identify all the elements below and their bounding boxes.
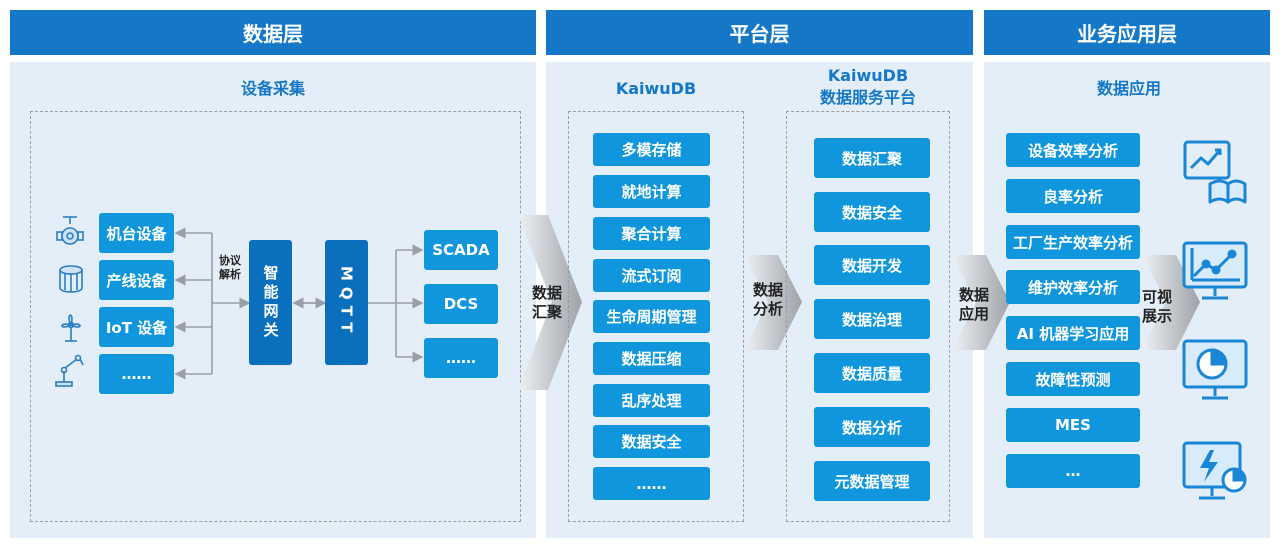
header-business-layer: 业务应用层 [984, 10, 1270, 55]
protocol-label-1: 协议 [219, 254, 241, 267]
valve-icon [56, 216, 84, 245]
app-item[interactable]: 工厂生产效率分析 [1006, 225, 1140, 259]
protocol-label-2: 解析 [219, 268, 241, 281]
data-application-title: 数据应用 [1096, 79, 1161, 98]
fan-icon [61, 314, 81, 342]
device-collection-title: 设备采集 [240, 79, 305, 98]
app-item[interactable]: … [1006, 454, 1140, 488]
device-iot[interactable]: IoT 设备 [99, 307, 174, 347]
apply-label-1: 数据 [958, 286, 989, 304]
aggregate-label-2: 汇聚 [531, 303, 562, 321]
kaiwudb-item[interactable]: 就地计算 [593, 175, 710, 208]
mqtt-box[interactable]: MQTT [325, 240, 368, 365]
kaiwudb-item[interactable]: 生命周期管理 [593, 300, 710, 333]
robot-arm-icon [55, 354, 84, 387]
app-item[interactable]: 良率分析 [1006, 179, 1140, 213]
target-scada[interactable]: SCADA [424, 230, 498, 270]
target-more[interactable]: …… [424, 338, 498, 378]
visualize-label-1: 可视 [1141, 288, 1172, 306]
kaiwudb-item[interactable]: 数据压缩 [593, 342, 710, 375]
line-chart-monitor-icon [1182, 241, 1248, 300]
kaiwudb-item[interactable]: 流式订阅 [593, 259, 710, 292]
dashboard-book-icon [1183, 140, 1247, 204]
analyze-label-2: 分析 [752, 300, 783, 318]
device-collection-box [30, 111, 521, 522]
app-item[interactable]: AI 机器学习应用 [1006, 316, 1140, 350]
service-item[interactable]: 数据汇聚 [814, 138, 930, 178]
target-dcs[interactable]: DCS [424, 284, 498, 324]
app-item[interactable]: MES [1006, 408, 1140, 442]
kaiwudb-title: KaiwuDB [615, 79, 697, 98]
drum-icon [59, 265, 83, 293]
service-platform-box [786, 111, 950, 522]
service-item[interactable]: 数据质量 [814, 353, 930, 393]
kaiwudb-item[interactable]: 数据安全 [593, 425, 710, 458]
kaiwudb-box [568, 111, 744, 522]
device-machine[interactable]: 机台设备 [99, 213, 174, 253]
kaiwudb-item[interactable]: 聚合计算 [593, 217, 710, 250]
device-more[interactable]: …… [99, 354, 174, 394]
energy-monitor-icon [1182, 441, 1247, 500]
apply-label-2: 应用 [958, 305, 989, 323]
visualize-label-2: 展示 [1141, 307, 1172, 325]
header-data-layer: 数据层 [10, 10, 536, 55]
app-item[interactable]: 故障性预测 [1006, 362, 1140, 396]
service-item[interactable]: 数据安全 [814, 192, 930, 232]
service-item[interactable]: 数据治理 [814, 299, 930, 339]
service-item[interactable]: 数据分析 [814, 407, 930, 447]
aggregate-arrow [518, 215, 582, 390]
kaiwudb-item[interactable]: 多模存储 [593, 133, 710, 166]
smart-gateway[interactable]: 智能网关 [249, 240, 292, 365]
analyze-label-1: 数据 [752, 281, 783, 299]
aggregate-label-1: 数据 [531, 284, 562, 302]
analyze-arrow [744, 255, 802, 350]
device-line[interactable]: 产线设备 [99, 260, 174, 300]
service-item[interactable]: 数据开发 [814, 245, 930, 285]
kaiwudb-item[interactable]: …… [593, 467, 710, 500]
apply-arrow [952, 255, 1010, 350]
header-platform-layer: 平台层 [546, 10, 973, 55]
app-item[interactable]: 维护效率分析 [1006, 270, 1140, 304]
pie-chart-monitor-icon [1182, 339, 1248, 400]
service-item[interactable]: 元数据管理 [814, 461, 930, 501]
service-title-line1: KaiwuDB [827, 66, 909, 85]
service-title-line2: 数据服务平台 [819, 88, 916, 107]
app-item[interactable]: 设备效率分析 [1006, 133, 1140, 167]
kaiwudb-item[interactable]: 乱序处理 [593, 384, 710, 417]
